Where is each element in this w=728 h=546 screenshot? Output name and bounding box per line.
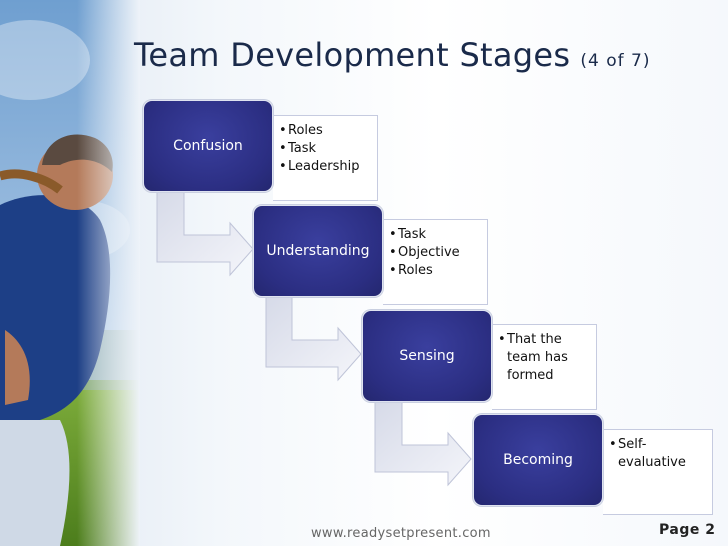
stage-sensing-box: Sensing: [362, 310, 492, 402]
stage-label: Sensing: [399, 348, 455, 364]
arrow-1-2: [156, 189, 254, 277]
page-number: Page 2: [659, 522, 716, 538]
footer-url: www.readysetpresent.com: [311, 526, 491, 541]
bullet-item: Self-evaluative: [609, 436, 698, 472]
bullet-item: Roles: [389, 262, 487, 280]
bullet-item: Objective: [389, 244, 487, 262]
stage-1-bullets: Roles Task Leadership: [273, 115, 378, 201]
bullet-item: That the team has formed: [498, 331, 587, 385]
player-photo: [0, 0, 140, 546]
stage-becoming-box: Becoming: [473, 414, 603, 506]
stage-3-bullets: That the team has formed: [492, 324, 597, 410]
bullet-item: Task: [389, 226, 487, 244]
stage-label: Understanding: [266, 243, 370, 259]
arrow-3-4: [374, 399, 472, 487]
page-title: Team Development Stages (4 of 7): [134, 36, 650, 74]
stage-label: Confusion: [173, 138, 243, 154]
stage-2-bullets: Task Objective Roles: [383, 219, 488, 305]
arrow-2-3: [265, 295, 362, 382]
stage-label: Becoming: [503, 452, 573, 468]
bullet-item: Leadership: [279, 158, 377, 176]
stage-confusion-box: Confusion: [143, 100, 273, 192]
bullet-item: Task: [279, 140, 377, 158]
title-count: (4 of 7): [580, 51, 651, 71]
stage-understanding-box: Understanding: [253, 205, 383, 297]
bullet-item: Roles: [279, 122, 377, 140]
stage-4-bullets: Self-evaluative: [603, 429, 713, 515]
title-text: Team Development Stages: [134, 36, 571, 74]
